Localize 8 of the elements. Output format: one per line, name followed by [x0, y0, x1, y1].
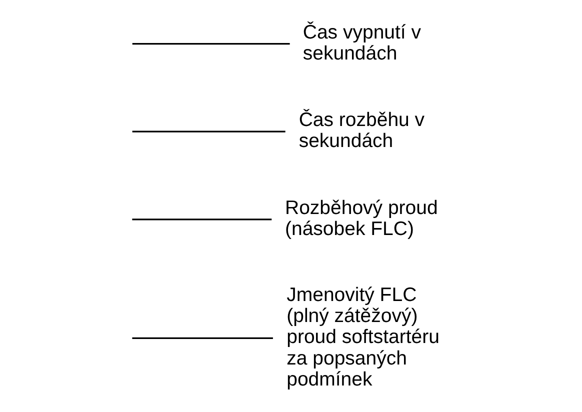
node-text: Čas vypnutí v sekundách: [302, 21, 421, 64]
connector: [132, 130, 285, 132]
node-text: Čas rozběhu v sekundách: [298, 109, 424, 152]
node-text: Rozběhový proud (násobek FLC): [284, 196, 438, 240]
connector: [132, 337, 272, 339]
connector: [132, 42, 290, 45]
node-text: Jmenovitý FLC (plný zátěžový) proud softstartéru za popsaných podmínek: [286, 284, 439, 390]
connector: [132, 218, 272, 220]
